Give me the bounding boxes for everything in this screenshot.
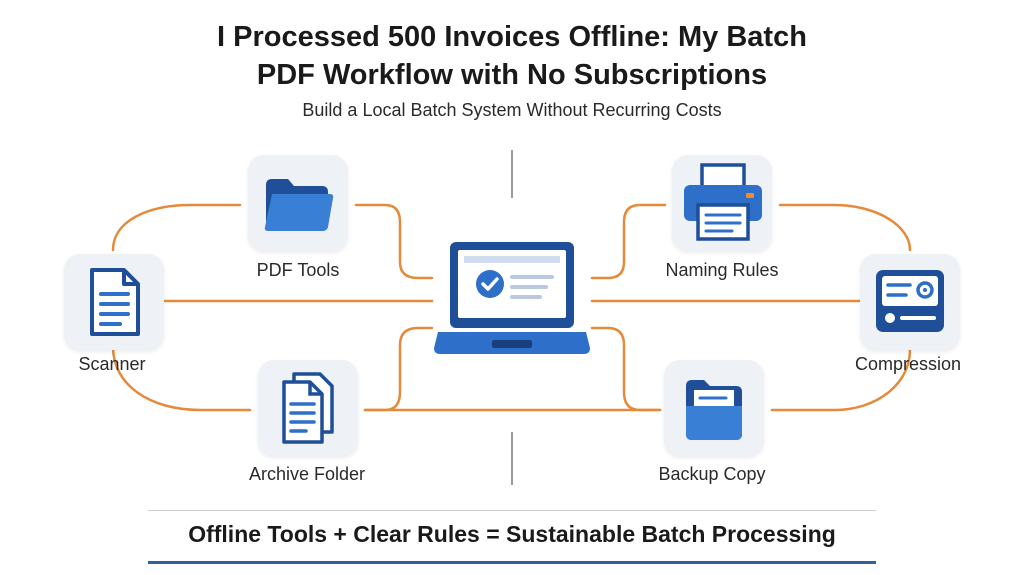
compression-tile[interactable] [860, 254, 960, 350]
backup-copy-tile[interactable] [664, 360, 764, 456]
connector-scanner-pdftools [111, 203, 242, 252]
archive-folder-label: Archive Folder [248, 464, 366, 484]
connector-pdftools-laptop [354, 203, 434, 280]
naming-rules-label: Naming Rules [665, 260, 779, 280]
naming-rules-tile[interactable] [672, 155, 772, 251]
scanner-label: Scanner [78, 354, 146, 374]
footer-tagline: Offline Tools + Clear Rules = Sustainabl… [188, 521, 836, 547]
scanner-tile[interactable] [64, 254, 164, 350]
compression-label: Compression [854, 354, 962, 374]
page-title: I Processed 500 Invoices Offline: My Bat… [0, 18, 1024, 94]
pdf-tools-tile[interactable] [248, 155, 348, 251]
backup-copy-label: Backup Copy [658, 464, 766, 484]
laptop-check-icon [434, 242, 590, 354]
laptop [432, 240, 592, 365]
pdf-tools-label: PDF Tools [256, 260, 340, 280]
settings-panel-icon [876, 270, 944, 332]
folder-document-icon [686, 380, 742, 440]
connector-laptop-backup [590, 326, 662, 412]
printer-icon [684, 163, 762, 241]
documents-stack-icon [282, 372, 334, 444]
connector-naming-compression [778, 203, 912, 252]
document-icon [90, 268, 140, 336]
connector-archive-laptop [363, 326, 434, 412]
connector-laptop-naming [590, 203, 667, 280]
connector-backup-compression [770, 348, 912, 412]
footer-divider-top [148, 510, 876, 511]
folder-icon [264, 179, 334, 231]
title-line-2: PDF Workflow with No Subscriptions [256, 59, 768, 91]
footer-divider-bottom [148, 561, 876, 564]
archive-folder-tile[interactable] [258, 360, 358, 456]
subtitle: Build a Local Batch System Without Recur… [302, 100, 722, 120]
connector-scanner-archive [111, 345, 252, 412]
title-line-1: I Processed 500 Invoices Offline: My Bat… [217, 21, 807, 53]
